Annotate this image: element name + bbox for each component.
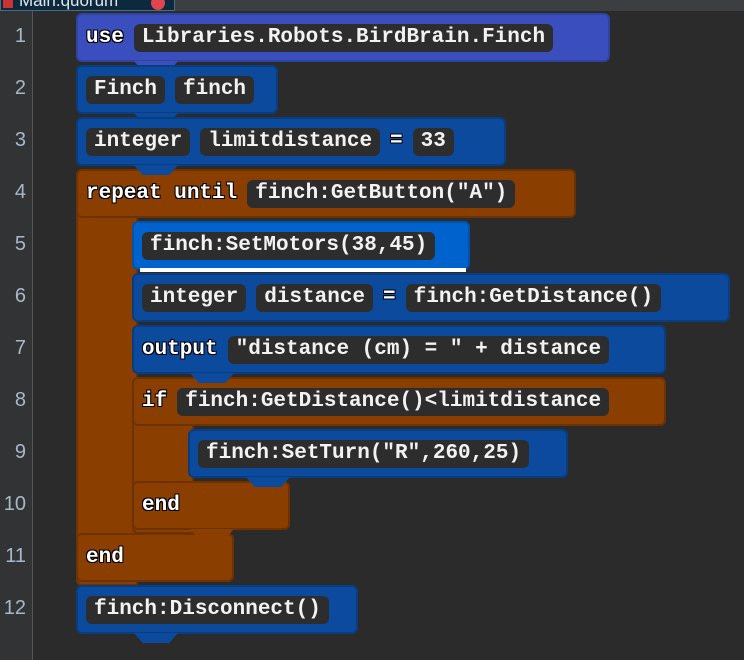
line-number: 6 (14, 285, 26, 307)
block-connector (134, 165, 178, 175)
tab-title: Main.quorum (19, 0, 119, 10)
editor-tab-bar: Main.quorum (0, 0, 744, 11)
call-field[interactable]: finch:Disconnect() (86, 595, 329, 624)
output-block[interactable]: output "distance (cm) = " + distance (132, 325, 666, 383)
set-motors-block[interactable]: finch:SetMotors(38,45) (132, 221, 470, 272)
block-connector (134, 633, 178, 643)
value-field[interactable]: 33 (412, 127, 454, 156)
repeat-end-block[interactable]: end (76, 533, 234, 582)
line-number: 7 (14, 337, 26, 359)
repeat-block-arm (76, 200, 138, 586)
set-turn-block[interactable]: finch:SetTurn("R",260,25) (188, 429, 568, 487)
type-field[interactable]: integer (86, 127, 191, 156)
line-number: 8 (14, 389, 26, 411)
variable-declaration-block[interactable]: Finch finch (76, 65, 278, 123)
close-tab-icon[interactable] (151, 0, 165, 10)
line-number: 9 (14, 441, 26, 463)
block-connector (190, 373, 234, 383)
line-number: 11 (5, 545, 26, 567)
end-keyword: end (86, 546, 124, 569)
name-field[interactable]: finch (175, 75, 255, 104)
line-number: 10 (3, 493, 26, 515)
variable-assignment-block[interactable]: integer distance = finch:GetDistance() (132, 273, 730, 322)
use-block[interactable]: use Libraries.Robots.BirdBrain.Finch (76, 13, 610, 71)
disconnect-block[interactable]: finch:Disconnect() (76, 585, 358, 643)
line-number: 3 (14, 129, 26, 151)
library-field[interactable]: Libraries.Robots.BirdBrain.Finch (133, 23, 554, 52)
repeat-until-block[interactable]: repeat until finch:GetButton("A") (76, 169, 576, 218)
use-keyword: use (86, 26, 124, 49)
end-keyword: end (142, 494, 180, 517)
tab-main-quorum[interactable]: Main.quorum (0, 0, 175, 11)
line-number-gutter: 1 2 3 4 5 6 7 8 9 10 11 12 (0, 11, 33, 660)
equals-operator: = (390, 130, 403, 153)
variable-assignment-block[interactable]: integer limitdistance = 33 (76, 117, 506, 175)
selection-underline (140, 268, 466, 272)
call-field[interactable]: finch:SetTurn("R",260,25) (198, 439, 530, 468)
line-number: 4 (14, 181, 26, 203)
repeat-until-keyword: repeat until (86, 182, 238, 205)
if-block[interactable]: if finch:GetDistance()<limitdistance (132, 377, 666, 426)
name-field[interactable]: distance (256, 283, 374, 312)
if-keyword: if (142, 390, 168, 413)
block-connector (246, 477, 290, 487)
name-field[interactable]: limitdistance (200, 127, 381, 156)
value-field[interactable]: finch:GetDistance() (405, 283, 662, 312)
condition-field[interactable]: finch:GetDistance()<limitdistance (177, 387, 610, 416)
line-number: 12 (3, 597, 26, 619)
equals-operator: = (383, 286, 396, 309)
line-number: 5 (14, 233, 26, 255)
call-field[interactable]: finch:SetMotors(38,45) (142, 231, 436, 260)
if-end-block[interactable]: end (132, 481, 290, 539)
condition-field[interactable]: finch:GetButton("A") (247, 179, 516, 208)
type-field[interactable]: Finch (86, 75, 166, 104)
file-icon (3, 0, 13, 8)
line-number: 2 (14, 77, 26, 99)
expression-field[interactable]: "distance (cm) = " + distance (227, 335, 610, 364)
line-number: 1 (14, 25, 26, 47)
output-keyword: output (142, 338, 218, 361)
block-connector (190, 529, 234, 539)
type-field[interactable]: integer (142, 283, 247, 312)
